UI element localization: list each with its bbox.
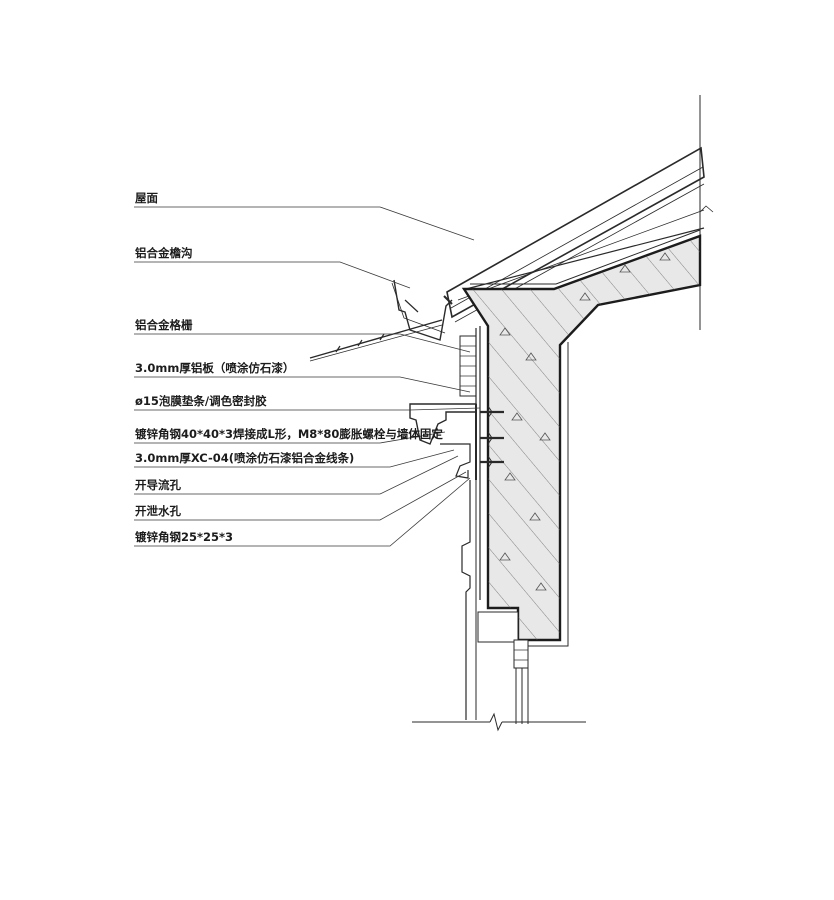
label-angle-steel-large: 镀锌角钢40*40*3焊接成L形，M8*80膨胀螺栓与墙体固定 (135, 427, 443, 441)
label-trim: 3.0mm厚XC-04(喷涂仿石漆铝合金线条) (135, 451, 354, 465)
label-foam-strip: ø15泡膜垫条/调色密封胶 (135, 394, 267, 408)
label-grille: 铝合金格栅 (135, 318, 193, 332)
label-roof: 屋面 (135, 191, 158, 205)
aluminium-gutter (391, 279, 453, 341)
annotation-labels: 屋面 铝合金檐沟 铝合金格栅 3.0mm厚铝板（喷涂仿石漆） ø15泡膜垫条/调… (135, 191, 443, 544)
leader-lines (134, 206, 481, 547)
label-angle-steel-small: 镀锌角钢25*25*3 (135, 530, 233, 544)
aluminium-grille (309, 319, 443, 362)
label-gutter: 铝合金檐沟 (135, 246, 193, 260)
label-aluminium-panel: 3.0mm厚铝板（喷涂仿石漆） (135, 361, 294, 375)
lower-wall-cladding (461, 480, 529, 724)
trim-profile (409, 403, 477, 480)
break-line (412, 712, 586, 732)
concrete-structure (461, 229, 702, 647)
anchor-bolts (480, 405, 504, 469)
label-weep-hole: 开泄水孔 (135, 504, 181, 518)
label-drain-hole: 开导流孔 (135, 478, 181, 492)
